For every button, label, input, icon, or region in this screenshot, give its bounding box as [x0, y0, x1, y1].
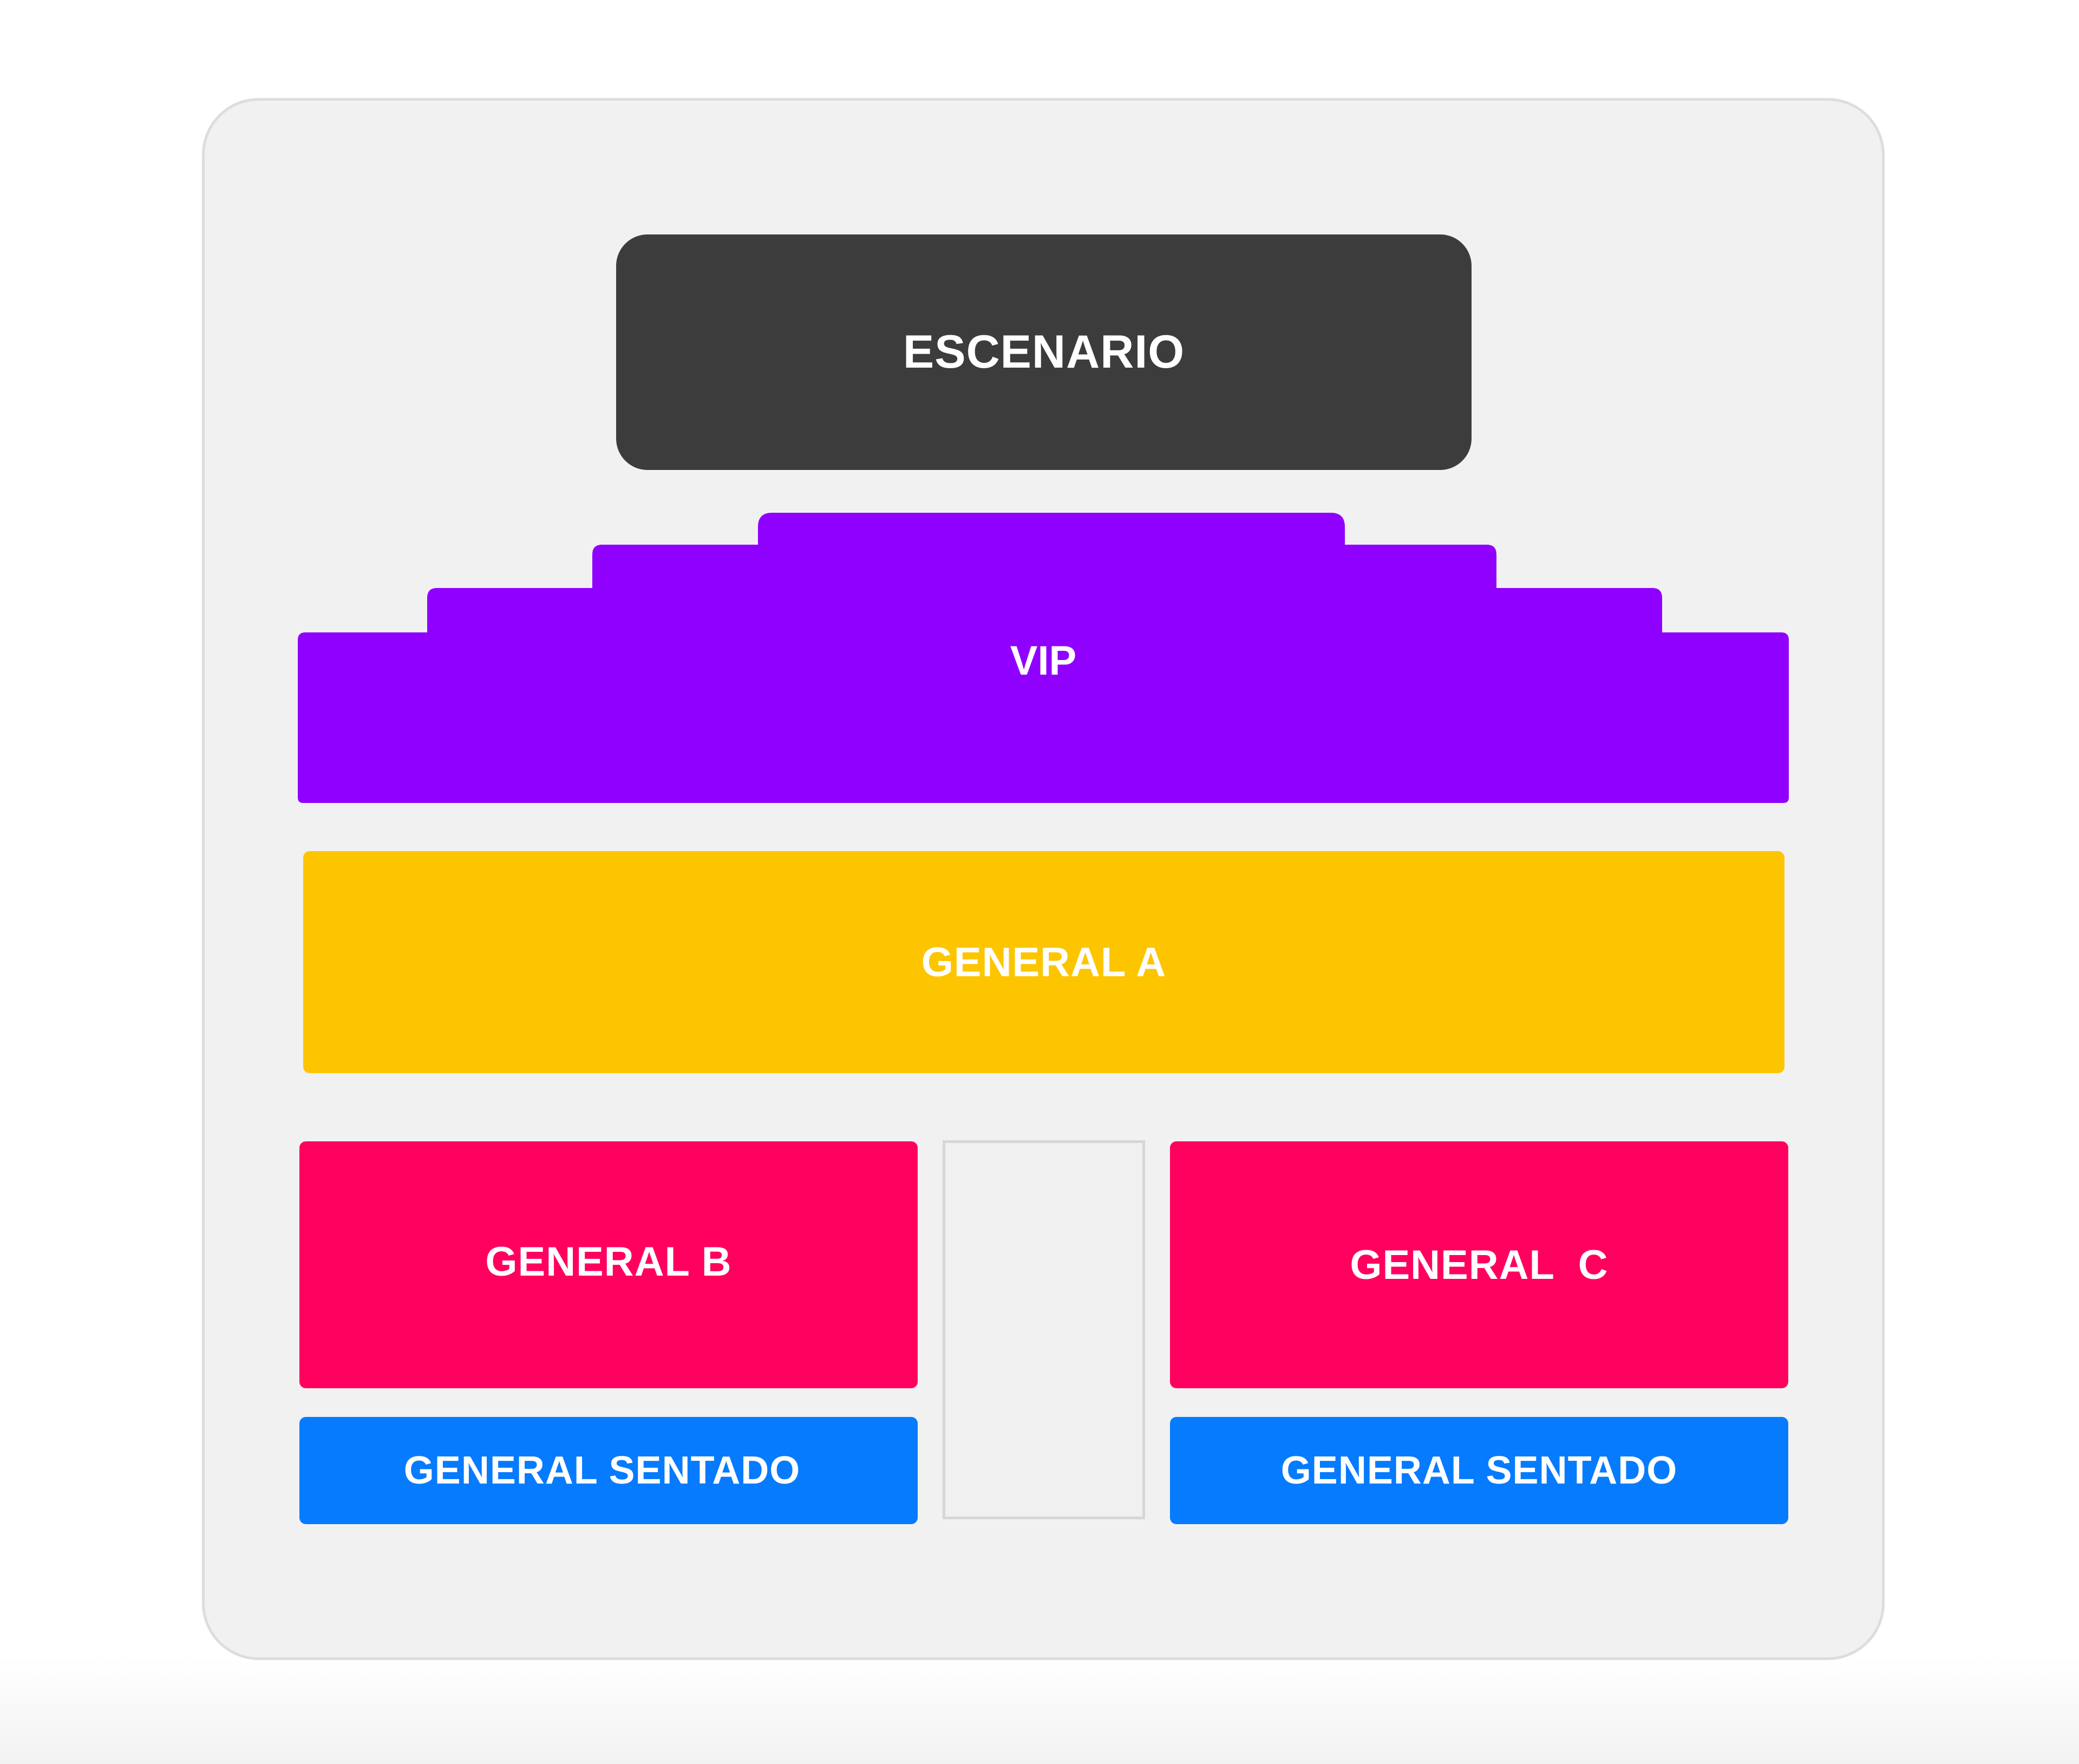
- general-a-section[interactable]: GENERAL A: [303, 851, 1784, 1073]
- vip-section[interactable]: VIP: [298, 511, 1789, 803]
- vip-section-label: VIP: [1010, 638, 1077, 684]
- general-sentado-right-section[interactable]: GENERAL SENTADO: [1170, 1417, 1788, 1524]
- general-b-section[interactable]: GENERAL B: [299, 1141, 918, 1388]
- general-sentado-left-section[interactable]: GENERAL SENTADO: [299, 1417, 918, 1524]
- general-c-section[interactable]: GENERAL C: [1170, 1141, 1788, 1388]
- stage-area: ESCENARIO: [616, 234, 1472, 470]
- vip-section-shape: [298, 513, 1789, 803]
- center-aisle: [943, 1140, 1145, 1519]
